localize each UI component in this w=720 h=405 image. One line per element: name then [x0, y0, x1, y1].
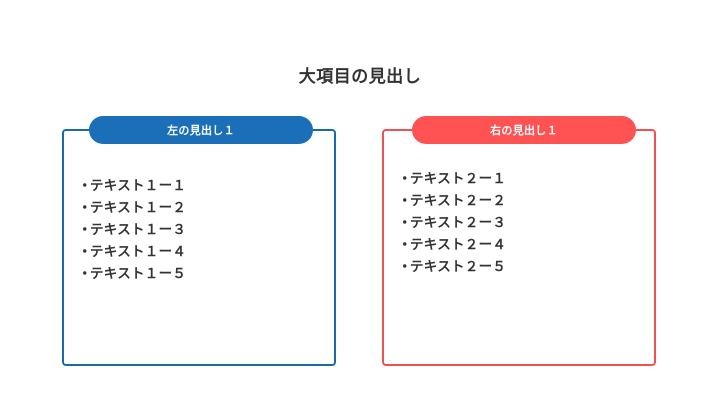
list-item: ・テキスト２ー１ — [398, 168, 506, 190]
list-item-text: テキスト２ー１ — [410, 171, 507, 187]
bullet-icon: ・ — [398, 259, 412, 275]
list-item-text: テキスト２ー２ — [410, 193, 507, 209]
bullet-icon: ・ — [78, 222, 92, 238]
list-item: ・テキスト１ー２ — [78, 197, 186, 219]
list-item: ・テキスト１ー１ — [78, 175, 186, 197]
right-panel-heading: 右の見出し１ — [412, 116, 636, 144]
bullet-icon: ・ — [398, 237, 412, 253]
list-item-text: テキスト１ー２ — [90, 200, 187, 216]
list-item: ・テキスト１ー４ — [78, 241, 186, 263]
right-bullet-list: ・テキスト２ー１ ・テキスト２ー２ ・テキスト２ー３ ・テキスト２ー４ ・テキス… — [398, 168, 506, 278]
bullet-icon: ・ — [78, 244, 92, 260]
list-item-text: テキスト１ー１ — [90, 178, 187, 194]
left-bullet-list: ・テキスト１ー１ ・テキスト１ー２ ・テキスト１ー３ ・テキスト１ー４ ・テキス… — [78, 175, 186, 285]
list-item-text: テキスト１ー５ — [90, 266, 187, 282]
bullet-icon: ・ — [78, 178, 92, 194]
bullet-icon: ・ — [398, 171, 412, 187]
bullet-icon: ・ — [398, 193, 412, 209]
list-item: ・テキスト１ー３ — [78, 219, 186, 241]
bullet-icon: ・ — [78, 200, 92, 216]
list-item: ・テキスト２ー２ — [398, 190, 506, 212]
left-panel — [62, 129, 336, 366]
bullet-icon: ・ — [78, 266, 92, 282]
list-item: ・テキスト２ー３ — [398, 212, 506, 234]
page-title: 大項目の見出し — [298, 67, 422, 87]
list-item-text: テキスト２ー４ — [410, 237, 507, 253]
list-item: ・テキスト２ー４ — [398, 234, 506, 256]
list-item-text: テキスト１ー３ — [90, 222, 187, 238]
left-panel-heading: 左の見出し１ — [89, 116, 313, 144]
list-item-text: テキスト２ー５ — [410, 259, 507, 275]
list-item-text: テキスト２ー３ — [410, 215, 507, 231]
right-panel — [382, 129, 656, 366]
bullet-icon: ・ — [398, 215, 412, 231]
list-item: ・テキスト２ー５ — [398, 256, 506, 278]
list-item: ・テキスト１ー５ — [78, 263, 186, 285]
list-item-text: テキスト１ー４ — [90, 244, 187, 260]
